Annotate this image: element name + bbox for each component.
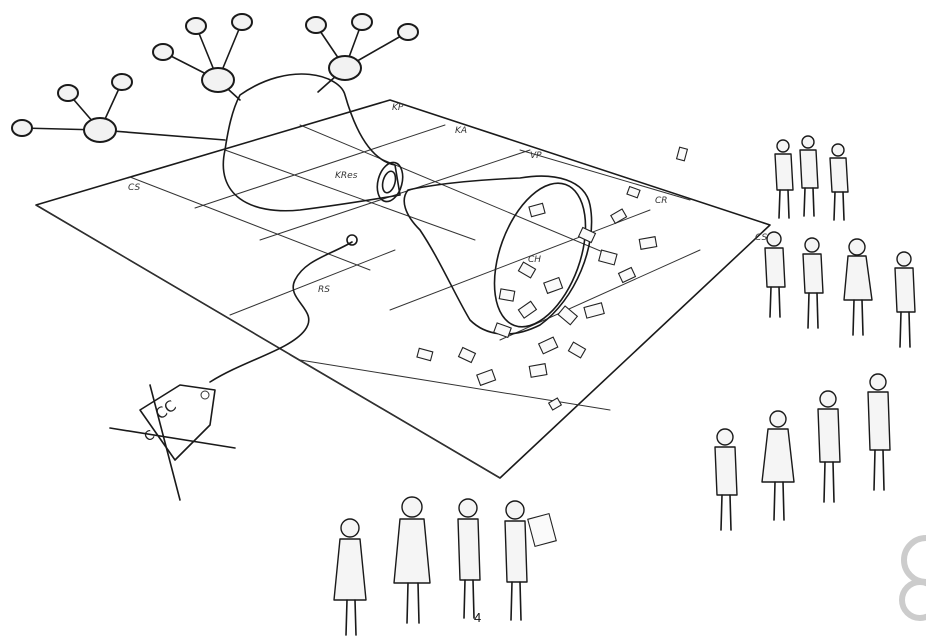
- paper-notes: [417, 147, 687, 410]
- tag-label-2: C: [142, 428, 158, 445]
- label-rs: RS: [318, 285, 330, 295]
- label-ka: KA: [455, 126, 467, 136]
- label-vp: VP: [530, 151, 542, 161]
- label-kp: KP: [392, 103, 404, 113]
- page-number: 4: [474, 610, 481, 625]
- input-funnel: [223, 74, 406, 211]
- label-ch: CH: [528, 255, 541, 265]
- people-group-bottom: [334, 497, 556, 635]
- corner-logo: [902, 538, 926, 618]
- label-kr: KRes: [335, 171, 358, 181]
- cost-tag: CC C: [110, 235, 357, 500]
- people-group-top-right: [775, 136, 848, 220]
- canvas-board: [36, 100, 770, 478]
- people-group-right: [765, 232, 915, 347]
- label-cr: CR: [655, 196, 668, 206]
- network-nodes: [12, 14, 418, 142]
- people-group-bottom-right: [715, 374, 890, 530]
- block-labels: KP KA KRes VP CR CS CS CH RS: [128, 103, 767, 295]
- label-cs-right: CS: [755, 233, 767, 243]
- label-cs-left: CS: [128, 183, 140, 193]
